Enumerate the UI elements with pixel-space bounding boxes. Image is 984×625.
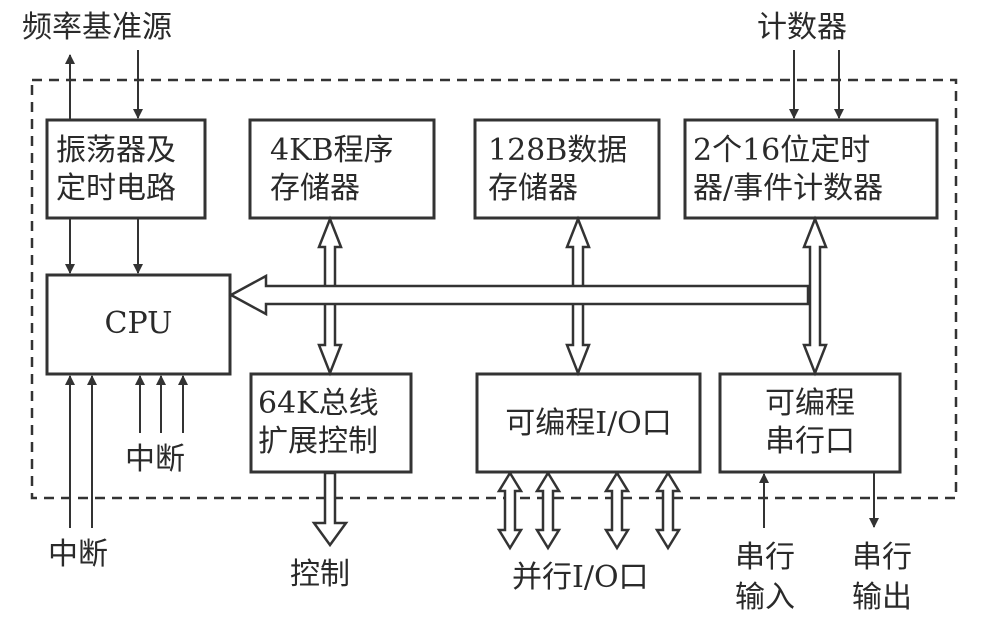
bus-control-line2: 扩展控制 (258, 424, 378, 459)
serial-out-label-line1: 串行 (852, 540, 912, 575)
cpu-label: CPU (104, 306, 173, 341)
parallel-io-arrow-4 (654, 470, 682, 551)
serial-out-label-line2: 输出 (852, 580, 912, 615)
parallel-io-arrow-1 (496, 470, 524, 551)
timer-line1: 2个16位定时 (693, 133, 871, 168)
cpu-block (45, 273, 232, 376)
control-label: 控制 (290, 557, 350, 592)
oscillator-block (45, 118, 207, 220)
parallel-port-block (475, 372, 702, 474)
freq-source-label: 频率基准源 (22, 10, 172, 45)
program-memory-block (248, 118, 436, 220)
timer-line2: 器/事件计数器 (693, 171, 884, 206)
internal-bus-arrow (228, 273, 810, 317)
oscillator-line1: 振荡器及 (56, 133, 176, 168)
data-memory-line1: 128B数据 (488, 133, 628, 168)
serial-port-line1: 可编程 (765, 386, 855, 421)
bus-control-line1: 64K总线 (258, 386, 379, 421)
control-output-arrow (311, 471, 349, 548)
timer-bus-arrow (802, 215, 828, 377)
inner-interrupt-label: 中断 (125, 442, 185, 477)
serial-port-block (718, 372, 902, 474)
program-memory-line2: 存储器 (270, 171, 360, 206)
parallel-io-label: 并行I/O口 (512, 560, 649, 595)
parallel-io-arrow-3 (603, 470, 631, 551)
parallel-io-arrow-2 (534, 470, 562, 551)
chip-boundary (30, 78, 958, 500)
outer-interrupt-label: 中断 (48, 537, 108, 572)
program-memory-line1: 4KB程序 (270, 133, 394, 168)
serial-in-label-line2: 输入 (735, 580, 795, 615)
oscillator-line2: 定时电路 (56, 171, 176, 206)
serial-in-label-line1: 串行 (735, 540, 795, 575)
data-memory-line2: 存储器 (488, 171, 578, 206)
timer-block (683, 118, 939, 220)
serial-port-line2: 串行口 (765, 424, 855, 459)
data-memory-block (473, 118, 661, 220)
parallel-port-label: 可编程I/O口 (505, 406, 672, 441)
counter-label: 计数器 (757, 10, 847, 45)
